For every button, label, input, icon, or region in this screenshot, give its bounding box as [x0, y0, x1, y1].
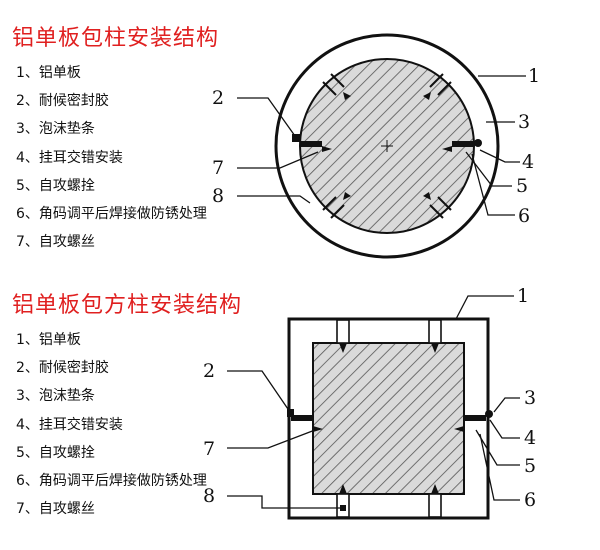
legend-item: 4、挂耳交错安装 [16, 149, 123, 166]
legend-item: 6、角码调平后焊接做防锈处理 [16, 472, 207, 489]
concrete-column [312, 342, 465, 495]
callout-labels: 1 2 3 4 5 6 7 8 [212, 65, 540, 227]
round-column-diagram: 1 2 3 4 5 6 7 8 [212, 33, 540, 259]
callout-5: 5 [516, 175, 528, 197]
callout-labels: 1 2 3 4 5 6 7 8 [203, 285, 536, 511]
round-column-legend: 1、铝单板 2、耐候密封胶 3、泡沫垫条 4、挂耳交错安装 5、自攻螺拴 6、角… [16, 64, 207, 261]
callout-6: 6 [518, 205, 530, 227]
callout-8: 8 [203, 485, 215, 507]
legend-item: 7、自攻螺丝 [16, 501, 95, 518]
callout-1: 1 [528, 65, 540, 87]
callout-3: 3 [518, 111, 530, 133]
callout-5: 5 [524, 455, 536, 477]
legend-item: 2、耐候密封胶 [16, 93, 109, 110]
callout-3: 3 [524, 387, 536, 409]
legend-item: 1、铝单板 [16, 332, 81, 348]
callout-8: 8 [212, 185, 224, 207]
square-column-legend: 1、铝单板 2、耐候密封胶 3、泡沫垫条 4、挂耳交错安装 5、自攻螺拴 6、角… [16, 331, 207, 528]
callout-7: 7 [203, 438, 215, 460]
legend-item: 4、挂耳交错安装 [16, 416, 123, 433]
callout-2: 2 [212, 87, 224, 109]
callout-4: 4 [522, 151, 534, 173]
legend-item: 6、角码调平后焊接做防锈处理 [16, 205, 207, 222]
legend-item: 5、自攻螺拴 [16, 177, 95, 194]
callout-1: 1 [517, 285, 529, 307]
callout-2: 2 [203, 360, 215, 382]
legend-item: 5、自攻螺拴 [16, 444, 95, 461]
callout-6: 6 [524, 489, 536, 511]
round-column-title: 铝单板包柱安装结构 [12, 26, 220, 51]
legend-item: 7、自攻螺丝 [16, 234, 95, 251]
callout-7: 7 [212, 157, 224, 179]
legend-item: 2、耐候密封胶 [16, 360, 109, 377]
square-column-title: 铝单板包方柱安装结构 [12, 293, 243, 318]
square-column-diagram: 1 2 3 4 5 6 7 8 [203, 285, 536, 520]
legend-item: 3、泡沫垫条 [16, 388, 95, 405]
legend-item: 1、铝单板 [16, 65, 81, 81]
callout-4: 4 [524, 427, 536, 449]
legend-item: 3、泡沫垫条 [16, 121, 95, 138]
